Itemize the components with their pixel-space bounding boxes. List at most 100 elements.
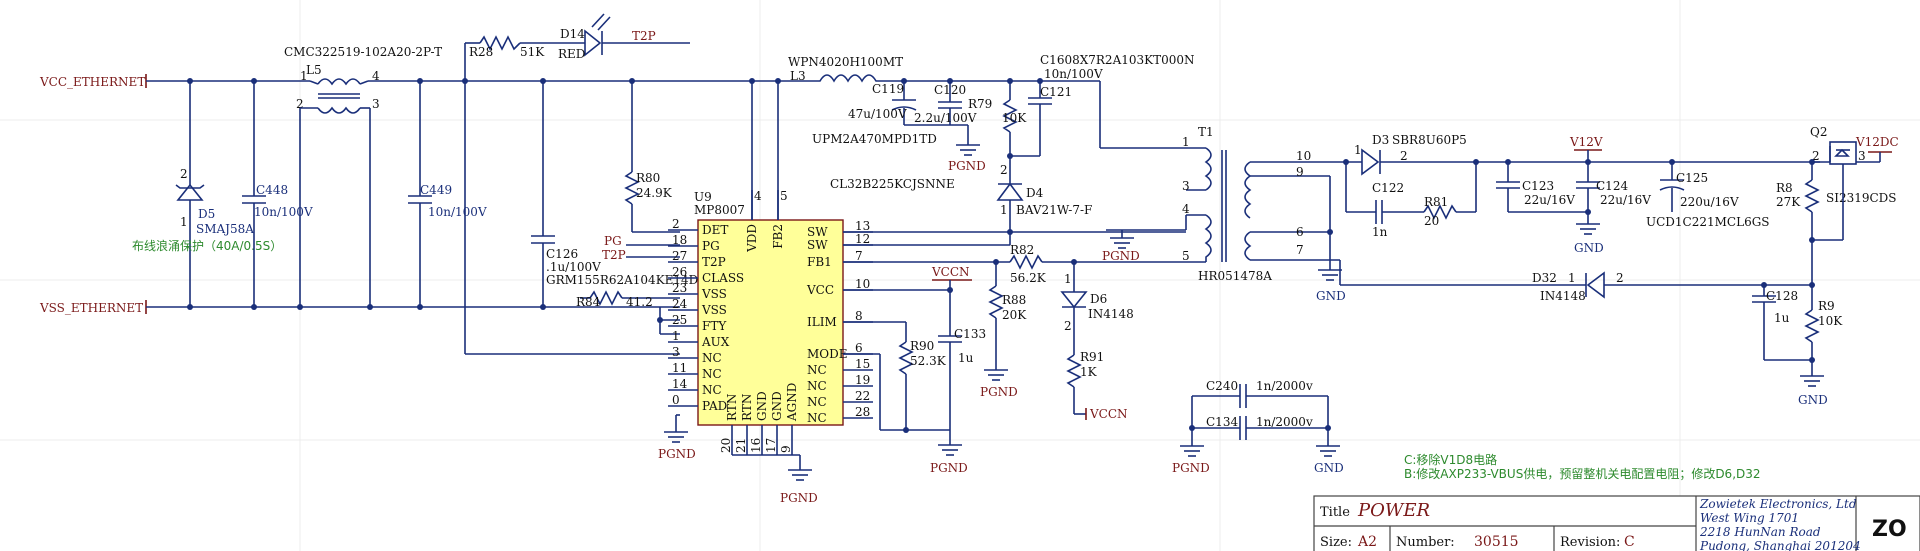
d4-part: CL32B225KCJSNNE [830,177,955,191]
u9-pin-17-name: GND [770,391,784,421]
q2-value: SI2319CDS [1826,191,1897,205]
u9-pin-25-number: 25 [672,313,687,327]
u9-pin-13-number: 13 [855,219,870,233]
pgnd-label-t1: PGND [1102,249,1140,263]
pgnd-label-r88: PGND [980,385,1018,399]
u9-pin-26-name: CLASS [702,271,744,285]
size-value: A2 [1357,534,1377,550]
c449-ref: C449 [420,183,452,197]
d6-ref: D6 [1090,292,1107,306]
gnd-label-r9: GND [1798,393,1828,407]
u9-pin-19-number: 19 [855,373,870,387]
company-line-1: Zowietek Electronics, Ltd [1699,497,1857,511]
t1-pin-1: 1 [1182,135,1190,149]
revision-label: Revision: [1560,535,1620,550]
pgnd-label-c119: PGND [948,159,986,173]
u9-pin-12-name: SW [807,238,828,252]
company-line-4: Pudong, Shanghai 201204 [1699,539,1861,551]
r90-value: 52.3K [910,354,947,368]
number-label: Number: [1396,535,1455,550]
r8-ref: R8 [1776,181,1793,195]
u9-pin-5-number: 5 [780,189,788,203]
u9-pin-21-number: 21 [734,438,748,453]
q2-pin-2: 2 [1812,149,1820,163]
r9-ref: R9 [1818,299,1835,313]
c126-value: .1u/100V [546,260,601,274]
u9-pin-9-number: 9 [779,445,793,453]
u9-pin-5-name: FB2 [771,224,785,249]
net-label-v12dc: V12DC [1855,135,1899,149]
l5-pin-4: 4 [372,69,380,83]
c123-ref: C123 [1522,179,1554,193]
pgnd-label-c133: PGND [930,461,968,475]
t1-pin-3: 3 [1182,179,1190,193]
d6-pin-2: 2 [1064,319,1072,333]
c125-value: 220u/16V [1680,195,1739,209]
r8-value: 27K [1776,195,1801,209]
c122-value: 1n [1372,225,1388,239]
revision-value: C [1624,534,1635,550]
u9-pin-18-name: PG [702,239,720,253]
u9-pin-4-number: 4 [754,189,762,203]
c119-ref: C119 [872,82,904,96]
l3-ref: L3 [790,69,806,83]
net-label-t2p-in: T2P [602,248,626,262]
u9-pin-13-name: SW [807,225,828,239]
u9-pin-16-number: 16 [749,438,763,453]
transformer-t1: T1 HR051478A 1 3 4 5 10 9 6 7 PGND [1099,81,1346,303]
u9-pin-22-number: 22 [855,389,870,403]
d4-ref: D4 [1026,186,1044,200]
u9-pin-8-name: ILIM [807,315,837,329]
r82-value: 56.2K [1010,271,1047,285]
d3-pin-2: 2 [1400,149,1408,163]
d5-pin-1: 1 [180,215,188,229]
title-value: POWER [1357,500,1430,521]
u9-pin-15-name: NC [807,363,827,377]
u9-pin-6-number: 6 [855,341,863,355]
d6-value: IN4148 [1088,307,1134,321]
r28-value: 51K [520,45,545,59]
size-label: Size: [1320,535,1352,550]
t1-pin-9: 9 [1296,165,1304,179]
d32-value: IN4148 [1540,289,1586,303]
u9-pin-18-number: 18 [672,233,687,247]
c448-ref: C448 [256,183,288,197]
pgnd-label-ycap: PGND [1172,461,1210,475]
r84-ref: R84 [576,295,601,309]
net-label-vcc-ethernet: VCC_ETHERNET [39,75,145,89]
input-section: VCC_ETHERNET VSS_ETHERNET 2 1 D5 SMAJ58A… [39,13,800,461]
r88-ref: R88 [1002,293,1026,307]
r88-value: 20K [1002,308,1027,322]
u9-pin-10-number: 10 [855,277,870,291]
l5-pin-2: 2 [296,97,304,111]
r79-ref: R79 [968,97,992,111]
u9-pin-1-name: AUX [701,335,730,349]
u9-pin-4-name: VDD [745,224,759,253]
d5-note: 布线浪涌保护（40A/0.5S） [132,238,282,253]
r82-ref: R82 [1010,243,1034,257]
u9-pin-7-number: 7 [855,249,863,263]
l5-ref: L5 [306,63,322,77]
number-value: 30515 [1474,534,1519,550]
t1-pin-5: 5 [1182,249,1190,263]
net-label-t2p-out: T2P [632,29,656,43]
d3-ref: D3 [1372,133,1389,147]
net-label-pg: PG [604,234,622,248]
c120-ref: C120 [934,83,966,97]
u9-pin-14-number: 14 [672,377,688,391]
c120-value: 2.2u/100V [914,111,977,125]
t1-ref: T1 [1198,125,1214,139]
c448-value: 10n/100V [254,205,313,219]
u9-pin-24-number: 24 [672,297,688,311]
u9-value: MP8007 [694,203,745,217]
c124-ref: C124 [1596,179,1628,193]
u9-pin-12-number: 12 [855,232,870,246]
u9-pin-2-number: 2 [672,217,680,231]
q2-ref: Q2 [1810,125,1827,139]
r28-ref: R28 [469,45,493,59]
u9-pin-0-number: 0 [672,393,680,407]
c240-ref: C240 [1206,379,1238,393]
c119-value: 47u/100V [848,107,907,121]
